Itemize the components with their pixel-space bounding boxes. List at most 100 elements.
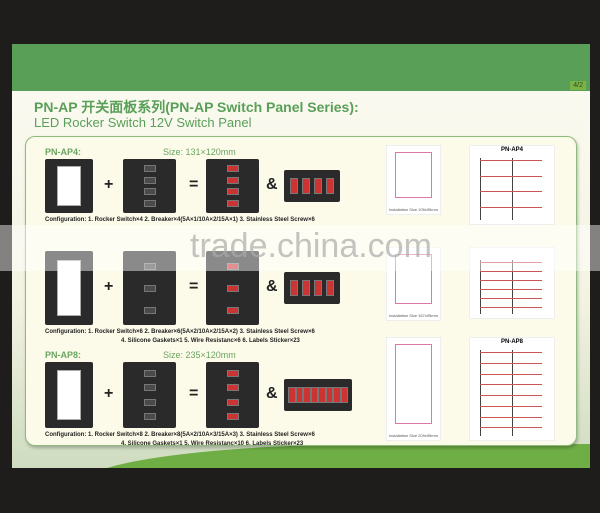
plus-sign: + xyxy=(104,385,114,402)
frame-window xyxy=(57,259,81,317)
rocker-switch xyxy=(302,178,310,194)
installation-size: Installation Size 209x95mm xyxy=(389,433,438,438)
rocker-switch xyxy=(333,387,341,403)
plus-sign: + xyxy=(104,176,114,193)
rocker-switch xyxy=(143,284,156,292)
equals-sign: = xyxy=(189,385,199,402)
installation-drawing: Installation Size 105x95mm xyxy=(386,145,441,215)
rocker-switch xyxy=(326,178,334,194)
circuit-branch xyxy=(480,373,542,375)
breaker-panel xyxy=(123,159,176,213)
rocker-switch xyxy=(226,413,239,421)
installation-size: Installation Size 157x95mm xyxy=(389,313,438,318)
circuit-branch xyxy=(480,427,542,429)
bezel-frame xyxy=(45,159,93,213)
circuit-branch xyxy=(480,191,542,192)
rocker-switch xyxy=(143,384,156,392)
model-label: PN-AP8: xyxy=(45,350,82,360)
circuit-branch xyxy=(480,362,542,364)
rocker-switch xyxy=(325,387,333,403)
page-subtitle: LED Rocker Switch 12V Switch Panel xyxy=(34,115,252,130)
header-band xyxy=(12,44,590,91)
rocker-switch xyxy=(288,387,296,403)
rocker-switch xyxy=(143,262,156,270)
rear-view-panel xyxy=(284,272,340,304)
bezel-frame xyxy=(45,251,93,325)
rocker-switch xyxy=(290,280,298,296)
rocker-switch xyxy=(143,199,156,207)
rocker-switch xyxy=(143,413,156,421)
circuit-branch xyxy=(480,352,542,353)
size-label: Size: 131×120mm xyxy=(163,147,236,157)
wiring-diagram: PN-AP4 xyxy=(469,145,555,225)
decorative-shape xyxy=(82,444,590,468)
watermark-text: trade.china.com xyxy=(190,227,432,265)
installation-size: Installation Size 105x95mm xyxy=(389,207,438,212)
circuit-branch xyxy=(480,384,542,386)
bus-line xyxy=(480,260,481,314)
plus-sign: + xyxy=(104,278,114,295)
rocker-switch xyxy=(310,387,318,403)
configuration-line: Configuration: 1. Rocker Switch×6 2. Bre… xyxy=(45,329,315,335)
rocker-switch xyxy=(226,398,239,406)
rocker-switch xyxy=(226,369,239,377)
bus-line xyxy=(512,260,513,314)
circuit-branch xyxy=(480,280,542,281)
circuit-branch xyxy=(480,262,542,263)
wiring-title: PN-AP4 xyxy=(500,147,523,153)
rocker-switch xyxy=(226,306,239,314)
equals-sign: = xyxy=(189,278,199,295)
rocker-switch xyxy=(314,280,322,296)
configuration-line: Configuration: 1. Rocker Switch×4 2. Bre… xyxy=(45,217,315,223)
bus-line xyxy=(480,350,481,436)
frame-window xyxy=(57,166,81,206)
installation-drawing: Installation Size 157x95mm xyxy=(386,247,441,321)
bus-line xyxy=(512,350,513,436)
rocker-switch xyxy=(143,398,156,406)
circuit-branch xyxy=(480,271,542,272)
rocker-switch xyxy=(226,262,239,270)
circuit-branch xyxy=(480,206,542,208)
assembled-panel xyxy=(206,159,259,213)
page-title: PN-AP 开关面板系列(PN-AP Switch Panel Series): xyxy=(34,99,359,115)
rocker-switch xyxy=(340,387,348,403)
circuit-branch xyxy=(480,175,542,177)
product-panel: PN-AP4: Size: 131×120mm + = & Configuration: … xyxy=(25,136,577,447)
rocker-switch xyxy=(226,199,239,207)
wiring-title: PN-AP8 xyxy=(500,339,523,345)
rocker-switch xyxy=(143,176,156,184)
bezel-frame xyxy=(45,362,93,428)
rocker-switch xyxy=(226,165,239,173)
wiring-diagram xyxy=(469,247,555,319)
rocker-switch xyxy=(314,178,322,194)
bus-line xyxy=(512,158,513,220)
rocker-switch xyxy=(290,178,298,194)
circuit-branch xyxy=(480,307,542,308)
and-sign: & xyxy=(266,176,278,193)
configuration-line: 4. Silicone Gaskets×1 5. Wire Resistanc×… xyxy=(121,338,300,344)
watermark: trade.china.com xyxy=(0,225,600,271)
cutout-outline xyxy=(395,152,432,198)
assembled-panel xyxy=(206,362,259,428)
size-label: Size: 235×120mm xyxy=(163,350,236,360)
rocker-switch xyxy=(143,188,156,196)
rocker-switch xyxy=(295,387,303,403)
model-label: PN-AP4: xyxy=(45,147,82,157)
and-sign: & xyxy=(266,385,278,402)
circuit-branch xyxy=(480,416,542,418)
equals-sign: = xyxy=(189,176,199,193)
installation-drawing: Installation Size 209x95mm xyxy=(386,337,441,441)
rocker-switch xyxy=(143,369,156,377)
rocker-switch xyxy=(226,384,239,392)
circuit-branch xyxy=(480,298,542,299)
breaker-panel xyxy=(123,362,176,428)
frame-window xyxy=(57,370,81,420)
circuit-branch xyxy=(480,395,542,396)
rear-view-panel xyxy=(284,379,352,411)
rocker-switch xyxy=(302,280,310,296)
rocker-switch xyxy=(318,387,326,403)
circuit-branch xyxy=(480,289,542,290)
rocker-switch xyxy=(303,387,311,403)
wiring-diagram: PN-AP8 xyxy=(469,337,555,441)
circuit-branch xyxy=(480,160,542,161)
